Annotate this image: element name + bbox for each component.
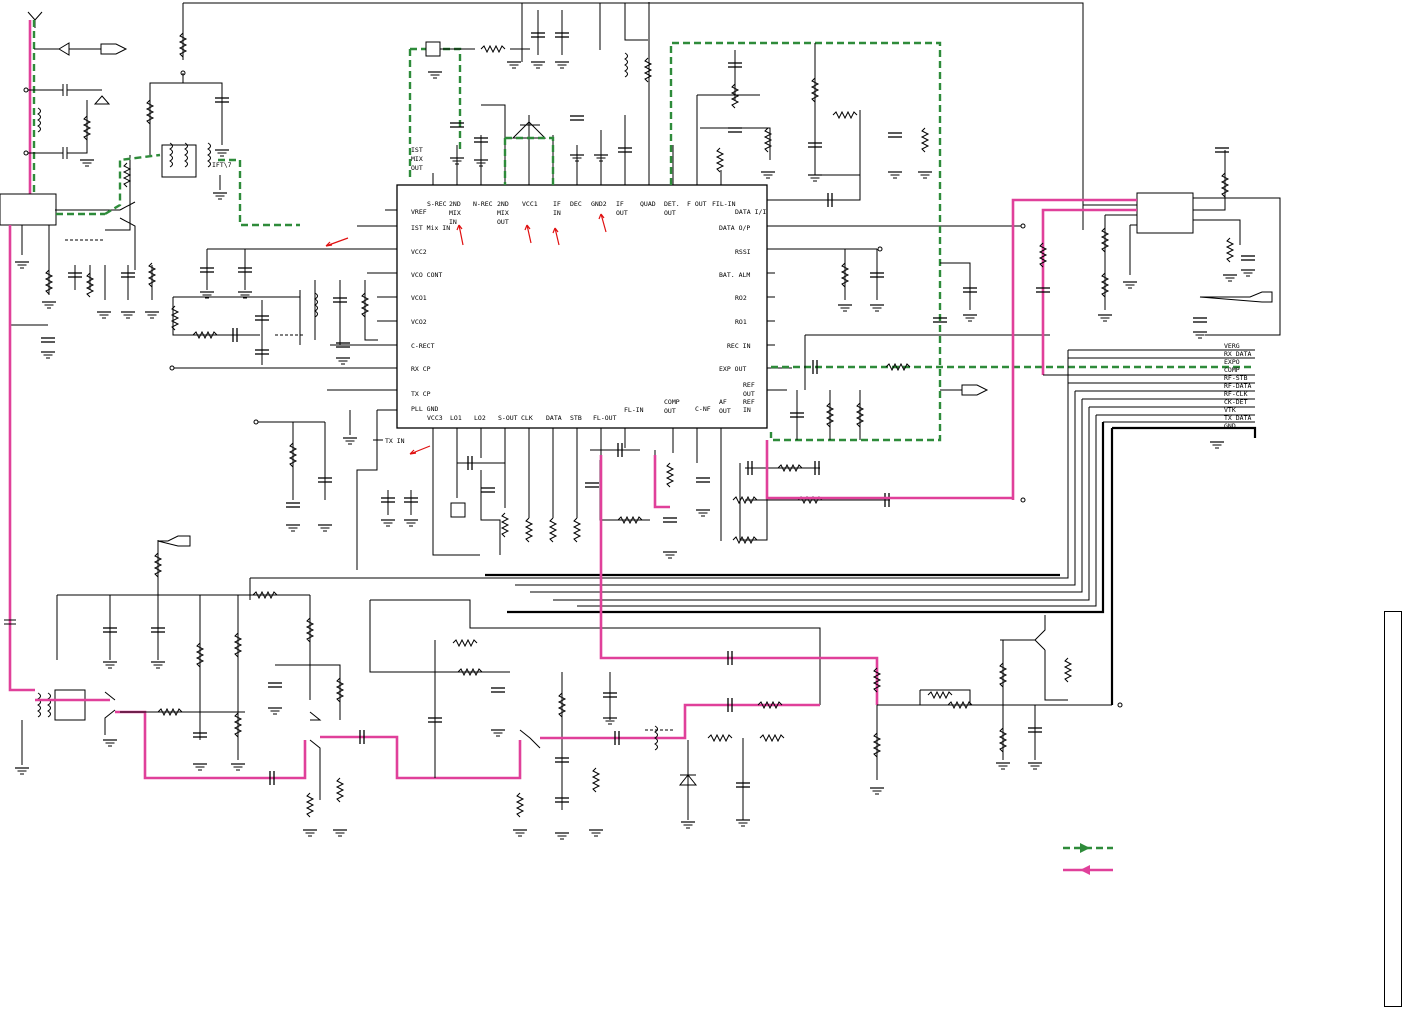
svg-text:IST Mix IN: IST Mix IN	[411, 224, 450, 232]
svg-text:AF: AF	[719, 398, 727, 406]
svg-text:REF: REF	[743, 398, 755, 406]
rf-amp: IFT\7	[55, 2, 1084, 319]
svg-text:C-RECT: C-RECT	[411, 342, 435, 350]
path-legend	[1063, 843, 1113, 875]
svg-text:IST: IST	[411, 146, 423, 154]
svg-text:VTK: VTK	[1224, 406, 1236, 414]
svg-text:CK-DET: CK-DET	[1224, 398, 1248, 406]
svg-text:MIX: MIX	[497, 209, 509, 217]
svg-text:FL-OUT: FL-OUT	[593, 414, 617, 422]
svg-text:IN: IN	[449, 218, 457, 226]
side-panel	[1384, 611, 1402, 1007]
svg-text:DATA O/P: DATA O/P	[719, 224, 750, 232]
svg-text:DATA: DATA	[546, 414, 562, 422]
svg-text:EXPO: EXPO	[1224, 358, 1240, 366]
svg-text:RF-STB: RF-STB	[1224, 374, 1248, 382]
ic-bottom-pins: VCC3 LO1 LO2 S-OUT CLK DATA STB FL-OUT F…	[427, 398, 731, 422]
svg-text:VCO CONT: VCO CONT	[411, 271, 442, 279]
svg-text:EXP OUT: EXP OUT	[719, 365, 746, 373]
svg-text:LO1: LO1	[450, 414, 462, 422]
svg-text:IN: IN	[553, 209, 561, 217]
ift-label: IFT\7	[212, 161, 232, 169]
ic-left-pins: VREF IST Mix IN VCC2 VCO CONT VCO1 VCO2 …	[411, 208, 450, 413]
svg-text:N-REC: N-REC	[473, 200, 493, 208]
svg-text:IN: IN	[743, 406, 751, 414]
svg-text:PLL GND: PLL GND	[411, 405, 438, 413]
svg-text:LO2: LO2	[474, 414, 486, 422]
svg-text:RX CP: RX CP	[411, 365, 431, 373]
svg-text:MIX: MIX	[411, 155, 423, 163]
local-oscillator: IST MIX OUT	[408, 3, 652, 185]
svg-text:S-OUT: S-OUT	[498, 414, 518, 422]
svg-text:RO1: RO1	[735, 318, 747, 326]
svg-text:F OUT: F OUT	[687, 200, 707, 208]
svg-text:RO2: RO2	[735, 294, 747, 302]
svg-text:OUT: OUT	[743, 390, 755, 398]
svg-text:TX DATA: TX DATA	[1224, 414, 1251, 422]
ic-top-pins: S-REC 2ND N-REC 2ND VCC1 IF DEC GND2 IF …	[427, 200, 736, 226]
svg-text:RX DATA: RX DATA	[1224, 350, 1251, 358]
ic-right-pins: DATA I/I DATA O/P RSSI BAT. ALM RO2 RO1 …	[719, 208, 766, 414]
signal-arrows	[325, 213, 607, 455]
pll-section: TX IN	[253, 410, 1026, 570]
svg-text:2ND: 2ND	[497, 200, 509, 208]
svg-text:IF: IF	[616, 200, 624, 208]
svg-text:VCC3: VCC3	[427, 414, 443, 422]
svg-text:BAT. ALM: BAT. ALM	[719, 271, 750, 279]
svg-text:REC IN: REC IN	[727, 342, 751, 350]
svg-text:OUT: OUT	[719, 407, 731, 415]
svg-text:REF: REF	[743, 381, 755, 389]
svg-text:QUAD: QUAD	[640, 200, 656, 208]
svg-text:S-REC: S-REC	[427, 200, 447, 208]
svg-text:C-NF: C-NF	[695, 405, 711, 413]
svg-text:RF-CLK: RF-CLK	[1224, 390, 1248, 398]
svg-text:STB: STB	[570, 414, 582, 422]
svg-text:2ND: 2ND	[449, 200, 461, 208]
bus-labels: VERG RX DATA EXPO COMP RF-STB RF-DATA RF…	[1224, 342, 1251, 430]
svg-text:IF: IF	[553, 200, 561, 208]
antenna-section	[0, 11, 128, 692]
svg-text:VCO1: VCO1	[411, 294, 427, 302]
svg-text:VERG: VERG	[1224, 342, 1240, 350]
data-module: VERG RX DATA EXPO COMP RF-STB RF-DATA RF…	[250, 147, 1281, 705]
vco-section	[169, 249, 378, 371]
svg-text:VREF: VREF	[411, 208, 427, 216]
svg-text:RSSI: RSSI	[735, 248, 751, 256]
main-ic: S-REC 2ND N-REC 2ND VCC1 IF DEC GND2 IF …	[171, 2, 1023, 541]
svg-text:CLK: CLK	[521, 414, 533, 422]
svg-text:GND: GND	[1224, 422, 1236, 430]
svg-text:DET.: DET.	[664, 200, 680, 208]
svg-text:RF-DATA: RF-DATA	[1224, 382, 1251, 390]
svg-text:VCC1: VCC1	[522, 200, 538, 208]
svg-text:VCO2: VCO2	[411, 318, 427, 326]
svg-text:OUT: OUT	[664, 407, 676, 415]
svg-text:OUT: OUT	[497, 218, 509, 226]
tx-in-label: TX IN	[385, 437, 405, 445]
svg-text:GND2: GND2	[591, 200, 607, 208]
svg-text:COMP: COMP	[1224, 366, 1240, 374]
tx-chain	[14, 455, 1123, 840]
svg-text:DATA I/I: DATA I/I	[735, 208, 766, 216]
svg-text:FIL-IN: FIL-IN	[712, 200, 736, 208]
svg-text:TX CP: TX CP	[411, 390, 431, 398]
svg-text:OUT: OUT	[664, 209, 676, 217]
svg-text:MIX: MIX	[449, 209, 461, 217]
svg-text:OUT: OUT	[616, 209, 628, 217]
svg-text:COMP: COMP	[664, 398, 680, 406]
svg-text:DEC: DEC	[570, 200, 582, 208]
svg-text:OUT: OUT	[411, 164, 423, 172]
svg-text:FL-IN: FL-IN	[624, 406, 644, 414]
svg-text:VCC2: VCC2	[411, 248, 427, 256]
